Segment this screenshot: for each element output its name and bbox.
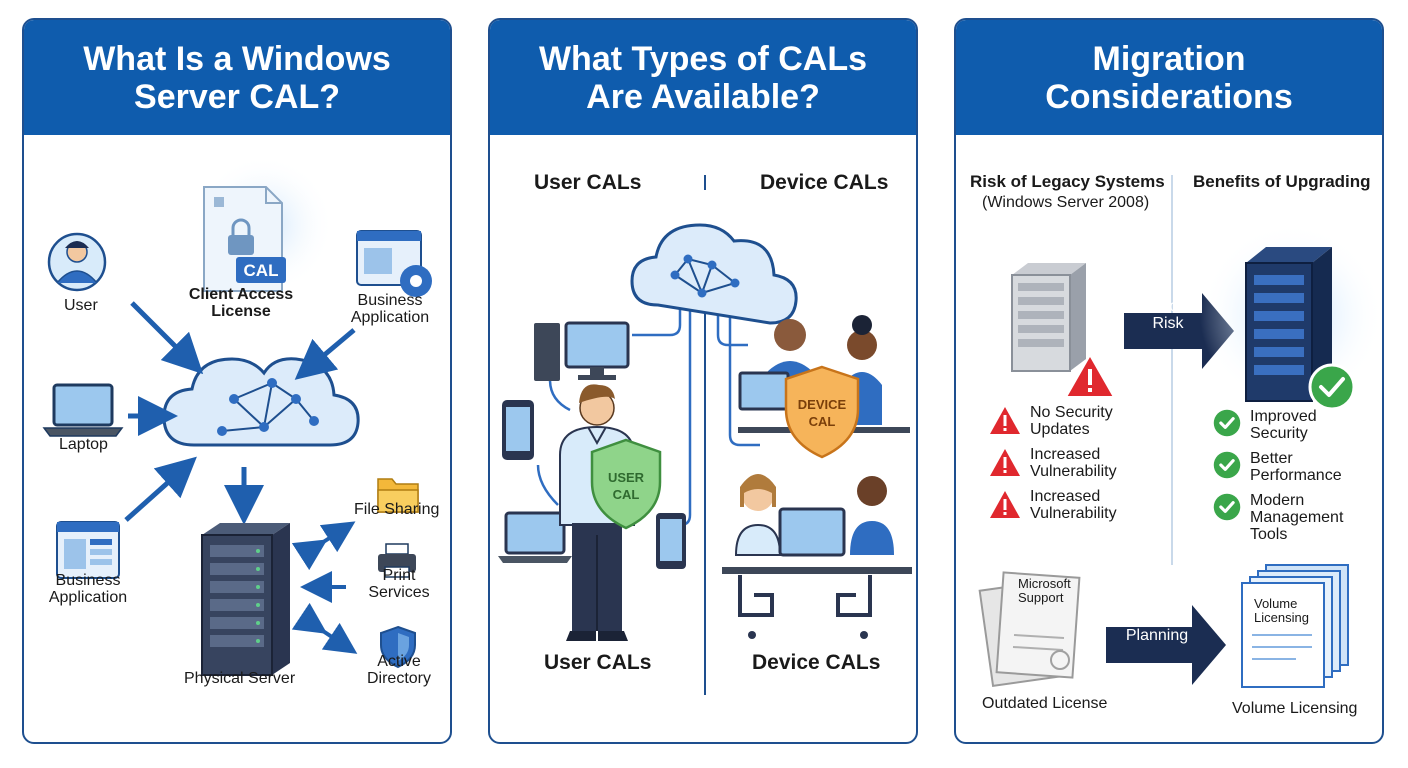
panel-what-is-cal: What Is a Windows Server CAL? bbox=[22, 18, 452, 744]
user-cal-shield-line1: USER bbox=[608, 470, 645, 485]
check-badge-icon bbox=[1308, 363, 1356, 411]
laptop-icon bbox=[498, 511, 572, 563]
benefit-item: Improved Security bbox=[1212, 408, 1338, 442]
cloud-network-icon bbox=[162, 357, 360, 447]
user-cal-shield-icon bbox=[590, 438, 662, 530]
device-cal-shield-line2: CAL bbox=[809, 414, 836, 429]
physical-server-icon bbox=[201, 523, 290, 676]
device-cal-shield-icon bbox=[784, 365, 860, 459]
outdated-license-document-icon bbox=[978, 571, 1081, 687]
client-access-license-label: Client Access License bbox=[188, 286, 294, 320]
cloud-network-icon bbox=[630, 223, 798, 325]
business-application-left-label: Business Application bbox=[48, 572, 128, 606]
risk-item-label: Increased Vulnerability bbox=[1030, 488, 1117, 522]
panel-header: What Is a Windows Server CAL? bbox=[24, 20, 450, 135]
panel-migration: Migration Considerations bbox=[954, 18, 1384, 744]
desktop-computer-icon bbox=[534, 321, 630, 381]
benefit-item: Modern Management Tools bbox=[1212, 492, 1350, 543]
device-cals-footer: Device CALs bbox=[752, 651, 881, 674]
cal-diagram-art: CAL bbox=[42, 155, 432, 676]
user-cals-heading: User CALs bbox=[534, 171, 642, 194]
file-sharing-label: File Sharing bbox=[354, 501, 440, 518]
risk-heading: Risk of Legacy Systems bbox=[970, 172, 1165, 191]
service-arrows bbox=[291, 521, 358, 654]
outdated-license-label: Outdated License bbox=[982, 695, 1108, 712]
warning-icon bbox=[1064, 352, 1116, 398]
benefit-item: Better Performance bbox=[1212, 450, 1350, 484]
laptop-label: Laptop bbox=[59, 436, 108, 453]
print-services-label: Print Services bbox=[368, 567, 430, 601]
business-application-label: Business Application bbox=[350, 292, 430, 326]
risk-item: No Security Updates bbox=[988, 404, 1126, 438]
folder-icon bbox=[377, 478, 419, 513]
user-cals-footer: User CALs bbox=[544, 651, 652, 674]
laptop-icon bbox=[42, 383, 124, 437]
user-label: User bbox=[64, 297, 98, 314]
device-cals-heading: Device CALs bbox=[760, 171, 889, 194]
panel-cal-types: What Types of CALs Are Available? bbox=[488, 18, 918, 744]
business-application-icon bbox=[356, 230, 432, 297]
risk-item: Increased Vulnerability bbox=[988, 488, 1140, 522]
benefit-item-label: Improved Security bbox=[1250, 408, 1317, 442]
tablet-icon bbox=[656, 513, 686, 569]
warning-icon bbox=[990, 491, 1020, 518]
volume-licensing-label: Volume Licensing bbox=[1232, 700, 1358, 717]
input-arrows bbox=[124, 301, 356, 525]
benefit-item-label: Modern Management Tools bbox=[1250, 492, 1344, 543]
modern-server-icon bbox=[1200, 223, 1382, 407]
device-bottom-team-illustration bbox=[722, 474, 912, 639]
user-cal-shield-line2: CAL bbox=[613, 487, 640, 502]
panel-title: Migration Considerations bbox=[1045, 39, 1293, 116]
cal-badge: CAL bbox=[244, 261, 279, 280]
warning-icon bbox=[990, 407, 1020, 434]
device-cal-shield-line1: DEVICE bbox=[798, 397, 847, 412]
risk-item: Increased Vulnerability bbox=[988, 446, 1140, 480]
printer-icon bbox=[378, 543, 416, 578]
warning-icon bbox=[990, 449, 1020, 476]
legacy-server-icon bbox=[1011, 263, 1086, 372]
business-application-left-icon bbox=[56, 521, 120, 579]
growth-planning-label: Growth Planning bbox=[1125, 610, 1189, 644]
panel-header: Migration Considerations bbox=[956, 20, 1382, 135]
risk-item-label: No Security Updates bbox=[1030, 404, 1113, 438]
microsoft-support-doc-label: Microsoft Support bbox=[1018, 576, 1071, 605]
volume-licensing-doc-label: Volume Licensing bbox=[1254, 596, 1309, 625]
benefits-heading: Benefits of Upgrading bbox=[1193, 172, 1371, 191]
migration-art bbox=[978, 175, 1382, 688]
cal-types-art: USER CAL DEVICE CAL bbox=[498, 175, 912, 695]
panel-header: What Types of CALs Are Available? bbox=[490, 20, 916, 135]
active-directory-label: Active Directory bbox=[366, 653, 431, 687]
growth-planning-arrow bbox=[1106, 605, 1226, 685]
check-icon bbox=[1213, 409, 1241, 437]
client-access-license-icon bbox=[194, 155, 334, 295]
benefit-item-label: Better Performance bbox=[1250, 450, 1342, 484]
audit-risk-label: Audit Risk bbox=[1149, 298, 1187, 332]
phone-icon bbox=[502, 400, 534, 460]
panel-title: What Is a Windows Server CAL? bbox=[83, 39, 391, 116]
check-icon bbox=[1213, 493, 1241, 521]
risk-subheading: (Windows Server 2008) bbox=[982, 194, 1150, 211]
physical-server-label: Physical Server bbox=[184, 670, 296, 687]
active-directory-shield-icon bbox=[380, 625, 416, 669]
check-icon bbox=[1213, 451, 1241, 479]
risk-item-label: Increased Vulnerability bbox=[1030, 446, 1117, 480]
user-icon bbox=[47, 232, 107, 292]
volume-licensing-documents-icon bbox=[1241, 564, 1349, 688]
panel-title: What Types of CALs Are Available? bbox=[538, 39, 868, 116]
